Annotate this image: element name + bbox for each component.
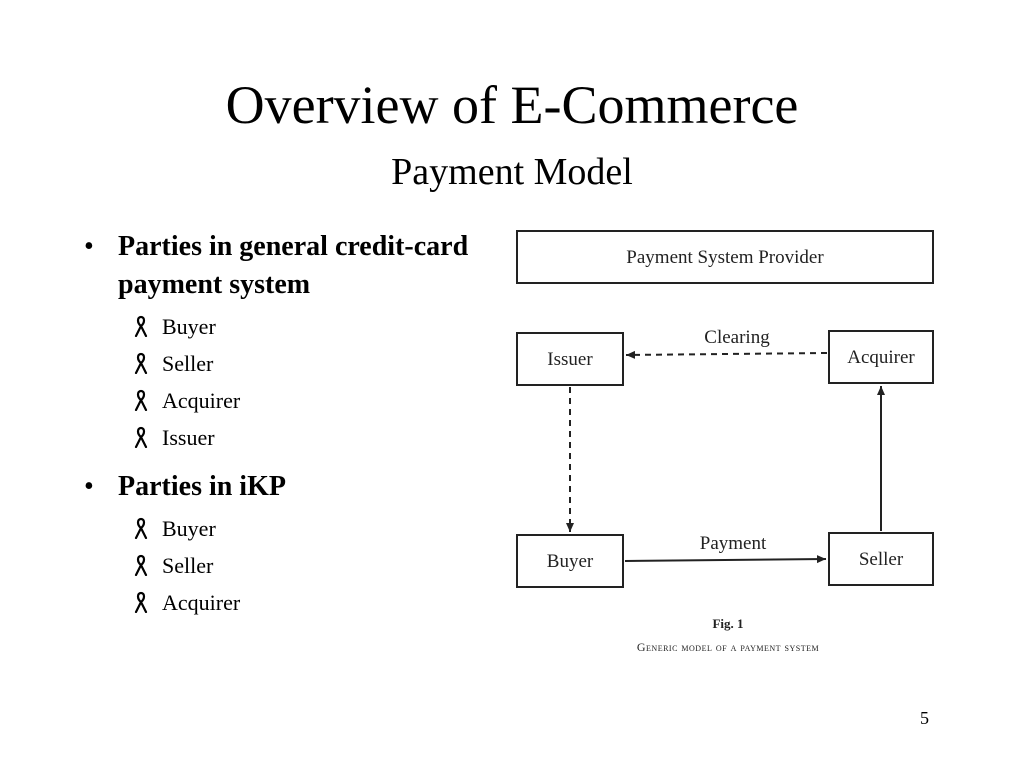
buyer-label: Buyer [547,551,594,572]
seller-label: Seller [859,549,904,570]
issuer-box [516,332,624,386]
sub-item-label: Acquirer [162,590,241,615]
bullet-label: Parties in iKP [118,471,286,502]
sub-item: Acquirer [134,382,498,419]
ribbon-icon [134,352,148,374]
seller-box [828,532,934,586]
sub-item-label: Seller [162,553,214,578]
ribbon-icon [134,591,148,613]
ribbon-icon [134,389,148,411]
provider-box [516,230,934,284]
figure-caption: Generic model of a payment system [637,640,819,654]
ribbon-icon [134,517,148,539]
slide-subtitle: Payment Model [391,151,633,193]
acquirer-label: Acquirer [847,347,915,368]
slide-title: Overview of E-Commerce [225,75,799,135]
clearing-label: Clearing [704,327,770,348]
bullet-ikp: • Parties in iKP [78,468,498,506]
sub-list-ikp: Buyer Seller Acquirer [78,510,498,621]
sub-item-label: Issuer [162,425,215,450]
bullet-dot: • [84,231,94,262]
sub-item: Issuer [134,419,498,456]
page-number: 5 [920,708,929,728]
sub-item-label: Buyer [162,314,216,339]
sub-item-label: Acquirer [162,388,241,413]
payment-model-diagram: Payment System Provider Issuer Acquirer … [516,230,934,654]
figure-number: Fig. 1 [712,616,743,631]
sub-item: Buyer [134,308,498,345]
payment-model-figure: Payment System Provider Issuer Acquirer … [500,215,970,685]
provider-label: Payment System Provider [626,247,824,268]
buyer-box [516,534,624,588]
bullet-general-credit-card: • Parties in general credit-card payment… [78,228,498,304]
ribbon-icon [134,426,148,448]
clearing-arrow [625,350,828,359]
sub-item: Seller [134,345,498,382]
sub-item: Acquirer [134,584,498,621]
bullet-label: Parties in general credit-card payment s… [118,231,469,300]
sub-list-general: Buyer Seller Acquirer Issuer [78,308,498,456]
sub-item: Buyer [134,510,498,547]
ribbon-icon [134,315,148,337]
sub-item-label: Buyer [162,516,216,541]
ribbon-icon [134,554,148,576]
issuer-label: Issuer [547,349,593,370]
sub-item: Seller [134,547,498,584]
sub-item-label: Seller [162,351,214,376]
acquirer-box [828,330,934,384]
payment-arrow [624,555,827,564]
bullet-list: • Parties in general credit-card payment… [78,228,498,633]
payment-label: Payment [700,533,767,554]
bullet-dot: • [84,471,94,502]
